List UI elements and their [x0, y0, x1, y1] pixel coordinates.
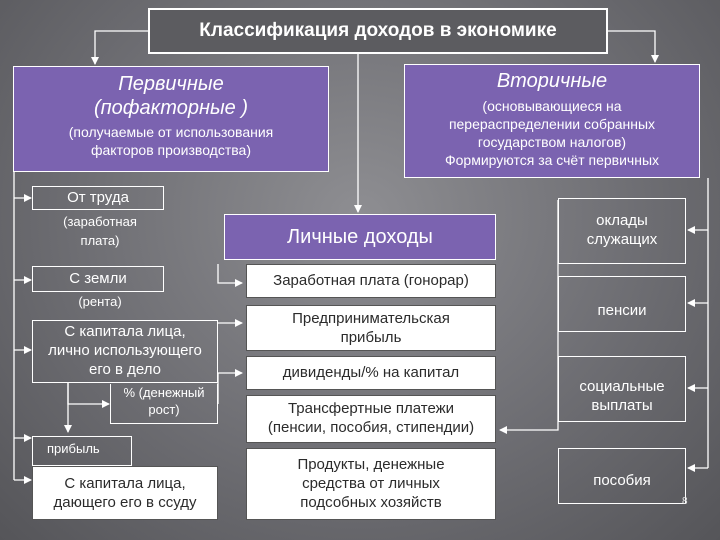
percent-line1: % (денежный — [123, 385, 205, 400]
income-item-business-profit: Предпринимательская прибыль — [246, 305, 496, 351]
secondary-income-box: Вторичные (основывающиеся на перераспред… — [404, 64, 700, 178]
business-profit-line1: Предпринимательская — [292, 310, 450, 327]
secondary-item-social: социальные выплаты — [558, 356, 686, 422]
income-item-household: Продукты, денежные средства от личных по… — [246, 448, 496, 520]
capital-own-box: С капитала лица, лично использующего его… — [32, 320, 218, 383]
primary-income-box: Первичные (пофакторные ) (получаемые от … — [13, 66, 329, 172]
land-box: С земли — [32, 266, 164, 292]
secondary-note-line3: государством налогов) — [477, 134, 627, 150]
dividends-label: дивиденды/% на капитал — [282, 364, 460, 381]
arrow-capital-to-percent — [67, 383, 110, 408]
transfers-line2: (пенсии, пособия, стипендии) — [267, 419, 475, 436]
household-line3: подсобных хозяйств — [300, 494, 442, 511]
secondary-note-line1: (основывающиеся на — [482, 98, 622, 114]
secondary-item-salaries: оклады служащих — [558, 198, 686, 264]
capital-lend-line2: дающего его в ссуду — [53, 494, 197, 511]
capital-own-line2: лично использующего — [48, 342, 202, 359]
arrow-labor-to-wage — [217, 264, 243, 287]
arrow-right-to-transfers — [499, 200, 559, 434]
percent-line2: рост) — [148, 402, 180, 417]
personal-income-box: Личные доходы — [224, 214, 496, 260]
profit-label: прибыль — [47, 441, 100, 456]
secondary-item-pensions: пенсии — [558, 276, 686, 332]
household-line2: средства от личных — [302, 475, 440, 492]
labor-sub-line1: (заработная — [63, 214, 137, 229]
social-line1: социальные — [579, 378, 665, 395]
personal-heading: Личные доходы — [287, 226, 433, 248]
labor-box: От труда — [32, 186, 164, 210]
arrow-title-to-secondary — [608, 30, 659, 63]
primary-heading-line1: Первичные — [118, 73, 224, 95]
secondary-item-benefits: пособия — [558, 448, 686, 504]
income-item-dividends: дивиденды/% на капитал — [246, 356, 496, 390]
page-title: Классификация доходов в экономике — [148, 8, 608, 54]
arrow-title-to-primary — [91, 30, 148, 65]
benefits-label: пособия — [593, 472, 651, 489]
social-line2: выплаты — [591, 397, 653, 414]
salaries-line2: служащих — [586, 231, 658, 248]
wage-label: Заработная плата (гонорар) — [273, 272, 469, 289]
business-profit-line2: прибыль — [340, 329, 402, 346]
primary-heading-line2: (пофакторные ) — [93, 97, 249, 119]
primary-note-line2: факторов производства) — [91, 142, 251, 158]
profit-box: прибыль — [32, 436, 132, 466]
capital-own-line3: его в дело — [89, 361, 161, 378]
capital-lend-box: С капитала лица, дающего его в ссуду — [32, 466, 218, 520]
income-item-transfers: Трансфертные платежи (пенсии, пособия, с… — [246, 395, 496, 443]
land-sub: (рента) — [78, 294, 122, 309]
primary-note-line1: (получаемые от использования — [68, 124, 274, 140]
capital-own-line1: С капитала лица, — [64, 323, 186, 340]
page-number: 8 — [682, 496, 688, 507]
pensions-label: пенсии — [597, 302, 647, 319]
transfers-line1: Трансфертные платежи — [287, 400, 455, 417]
salaries-line1: оклады — [596, 212, 648, 229]
household-line1: Продукты, денежные — [297, 456, 445, 473]
labor-sub-line2: плата) — [80, 233, 120, 248]
income-item-wage: Заработная плата (гонорар) — [246, 264, 496, 298]
capital-lend-line1: С капитала лица, — [64, 475, 186, 492]
secondary-note-line4: Формируются за счёт первичных — [444, 152, 660, 168]
percent-box: % (денежный рост) — [110, 384, 218, 424]
land-label: С земли — [69, 270, 127, 287]
labor-label: От труда — [67, 189, 129, 206]
secondary-heading: Вторичные — [496, 70, 608, 92]
secondary-note-line2: перераспределении собранных — [448, 116, 656, 132]
